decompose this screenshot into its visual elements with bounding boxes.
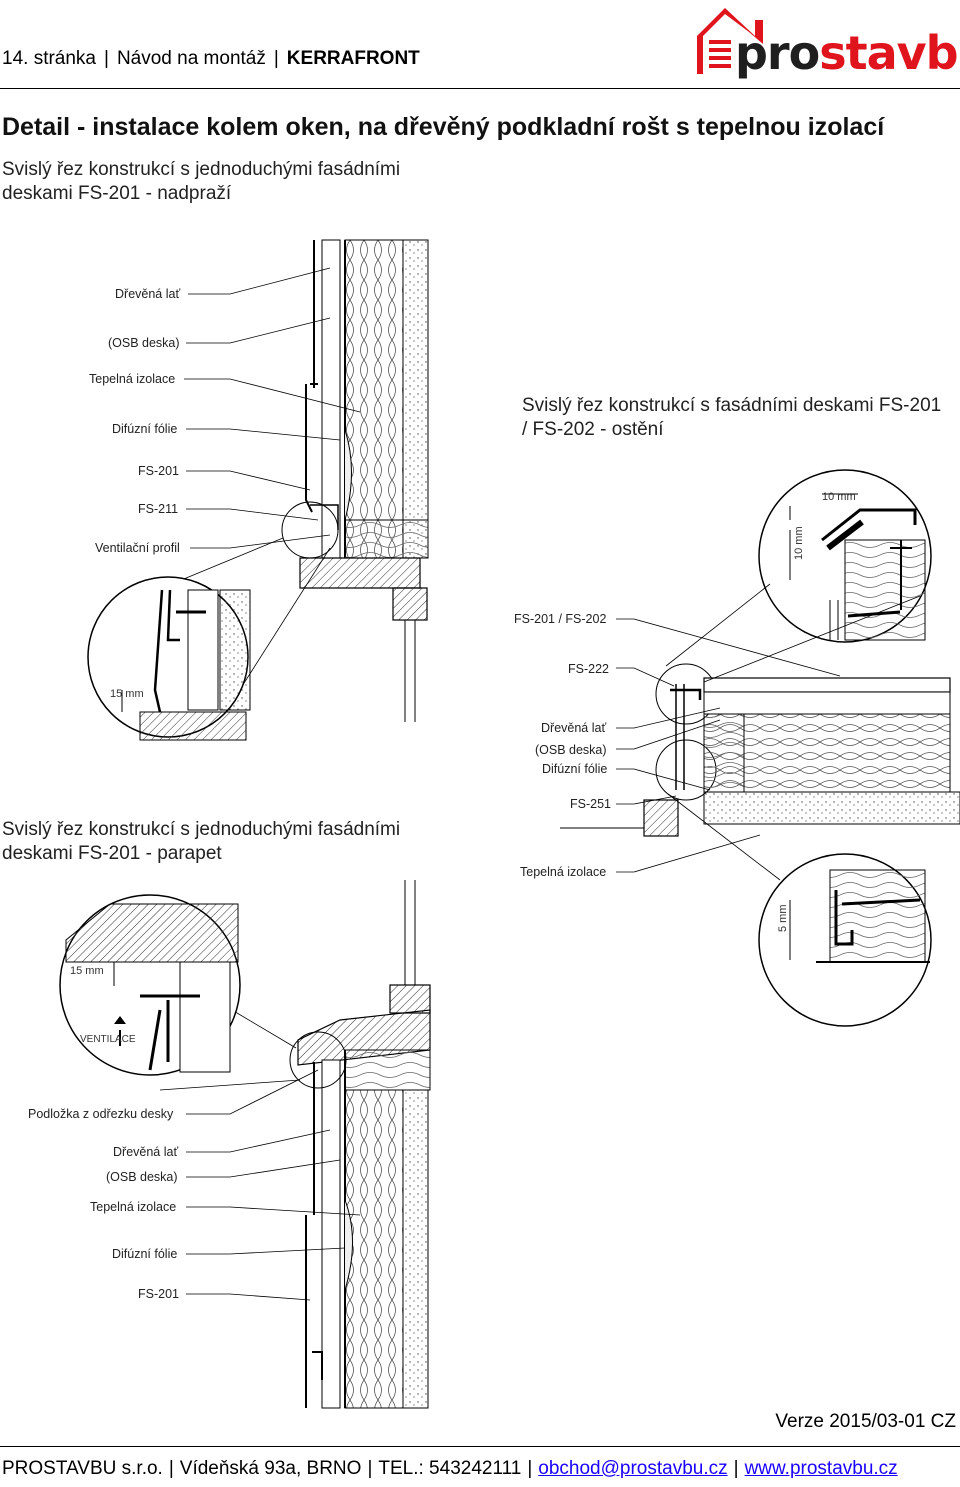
- footer: PROSTAVBU s.r.o.|Vídeňská 93a, BRNO|TEL.…: [0, 1458, 960, 1480]
- label-fs251: FS-251: [570, 797, 611, 811]
- label-drevena-lat-2: Dřevěná lať: [541, 721, 607, 735]
- label-tepelna-izolace-3: Tepelná izolace: [90, 1200, 177, 1214]
- section2-subtitle: Svislý řez konstrukcí s fasádními deskam…: [522, 395, 942, 440]
- separator: |: [527, 1458, 533, 1479]
- dim-15mm-3: 15 mm: [70, 965, 104, 977]
- footer-phone: TEL.: 543242111: [378, 1458, 522, 1479]
- label-tepelna-izolace-1: Tepelná izolace: [89, 372, 176, 386]
- house-icon: [697, 8, 763, 74]
- dim-15mm-1: 15 mm: [110, 688, 144, 700]
- label-ventilacni-profil: Ventilační profil: [95, 541, 180, 555]
- section1-subtitle: Svislý řez konstrukcí s jednoduchými fas…: [2, 159, 401, 204]
- section3-subtitle: Svislý řez konstrukcí s jednoduchými fas…: [2, 819, 401, 864]
- ventilace-label: VENTILACE: [80, 1034, 136, 1045]
- label-fs201-1: FS-201: [138, 464, 179, 478]
- label-difuzni-folie-1: Difúzní fólie: [112, 422, 178, 436]
- page-number: 14. stránka: [2, 48, 96, 69]
- label-tepelna-izolace-2: Tepelná izolace: [520, 865, 607, 879]
- separator: |: [104, 48, 109, 69]
- label-osb-deska-2: (OSB deska): [535, 743, 607, 757]
- footer-email-link[interactable]: obchod@prostavbu.cz: [538, 1458, 728, 1479]
- prostavbu-logo: prostavbu: [693, 4, 960, 80]
- label-fs211: FS-211: [138, 502, 179, 516]
- label-drevena-lat-3: Dřevěná lať: [113, 1145, 179, 1159]
- document-type: Návod na montáž: [116, 48, 266, 69]
- dim-5mm: 5 mm: [777, 905, 789, 933]
- label-difuzni-folie-3: Difúzní fólie: [112, 1247, 178, 1261]
- separator: |: [168, 1458, 174, 1479]
- dim-10mm-top: 10 mm: [822, 491, 856, 503]
- separator: |: [273, 48, 279, 69]
- product-name: KERRAFRONT: [286, 48, 420, 69]
- detail-circle-nadprazi: 15 mm: [87, 576, 251, 741]
- label-osb-deska-3: (OSB deska): [106, 1170, 178, 1184]
- separator: |: [367, 1458, 373, 1479]
- label-podlozka: Podložka z odřezku desky: [28, 1107, 174, 1121]
- drawing-osteni: 10 mm 10 mm 5 mm: [560, 469, 960, 1027]
- header-rule: [0, 88, 960, 89]
- label-difuzni-folie-2: Difúzní fólie: [542, 762, 608, 776]
- drawing-nadprazi: 15 mm: [87, 239, 429, 741]
- page-title: Detail - instalace kolem oken, na dřevěn…: [2, 113, 885, 141]
- dim-10mm-side: 10 mm: [793, 526, 805, 560]
- footer-company: PROSTAVBU s.r.o.: [2, 1458, 163, 1479]
- label-drevena-lat-1: Dřevěná lať: [115, 287, 181, 301]
- footer-web-link[interactable]: www.prostavbu.cz: [744, 1458, 898, 1479]
- label-fs201-fs202: FS-201 / FS-202: [514, 612, 607, 626]
- logo-wordmark: prostavbu: [735, 26, 960, 80]
- label-fs201-3: FS-201: [138, 1287, 179, 1301]
- detail-circle-parapet: 15 mm VENTILACE: [59, 894, 241, 1076]
- logo-part-stavbu: stavbu: [819, 26, 960, 80]
- logo-part-pro: pro: [735, 26, 820, 80]
- footer-address: Vídeňská 93a, BRNO: [179, 1458, 362, 1479]
- drawing-parapet: 15 mm VENTILACE: [59, 880, 431, 1409]
- page-header: 14. stránka | Návod na montáž | KERRAFRONT: [2, 48, 420, 70]
- version-label: Verze 2015/03-01 CZ: [775, 1411, 956, 1432]
- label-osb-deska-1: (OSB deska): [108, 336, 180, 350]
- separator: |: [733, 1458, 739, 1479]
- footer-rule: [0, 1446, 960, 1447]
- label-fs222: FS-222: [568, 662, 609, 676]
